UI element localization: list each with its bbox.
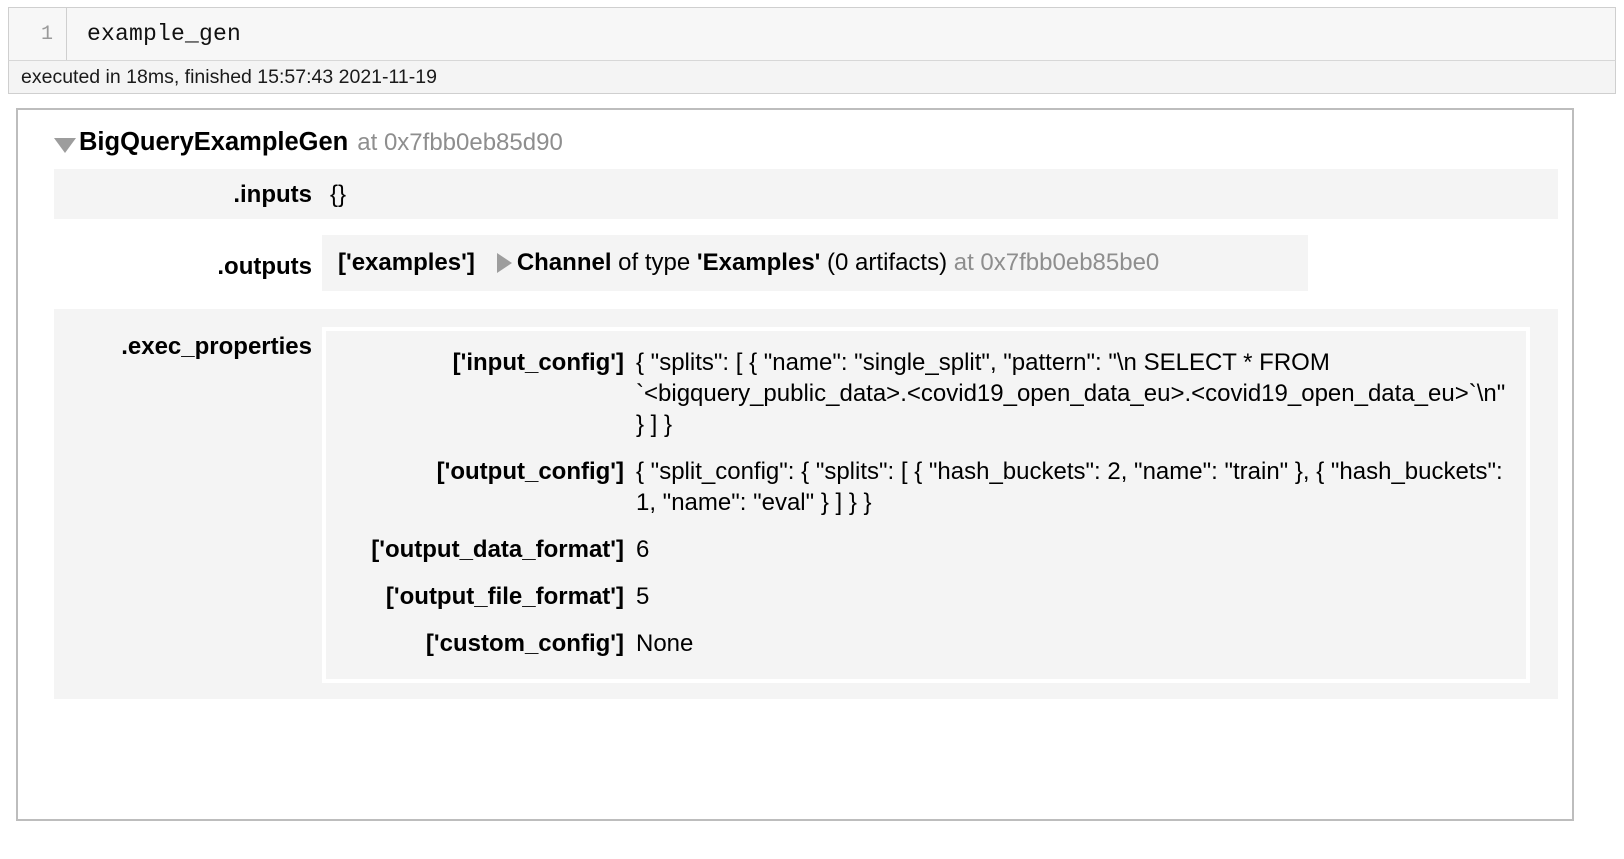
exec-property-key: ['output_config'] [436,458,624,485]
triangle-down-icon[interactable] [54,138,76,153]
inputs-label: .inputs [233,181,312,208]
channel-address: at 0x7fbb0eb85be0 [953,249,1160,276]
channel-word: Channel [516,249,612,276]
exec-property-key: ['input_config'] [452,349,624,376]
outputs-label: .outputs [217,253,312,280]
object-address: at 0x7fbb0eb85d90 [357,129,563,156]
triangle-right-icon[interactable] [496,253,512,273]
channel-type: 'Examples' [696,249,821,276]
cell-output-panel: BigQueryExampleGen at 0x7fbb0eb85d90 .in… [16,108,1574,821]
exec-property-key: ['custom_config'] [425,630,624,657]
outputs-channel-block: ['examples'] Channel of type 'Examples' … [322,235,1308,291]
exec-properties-box: ['input_config'] { "splits": [ { "name":… [322,327,1530,683]
outputs-row: .outputs ['examples'] Channel of type 'E… [54,235,1558,291]
object-name: BigQueryExampleGen [79,128,349,156]
exec-property-row: ['input_config'] { "splits": [ { "name":… [326,347,1526,440]
exec-property-value: { "split_config": { "splits": [ { "hash_… [636,458,1510,516]
exec-property-value: 5 [636,583,650,610]
inputs-value: {} [330,181,347,208]
exec-property-value: { "splits": [ { "name": "single_split", … [636,349,1512,438]
channel-of-type-word: of type [618,249,691,276]
notebook-input-cell[interactable]: 1 example_gen [8,7,1616,60]
exec-properties-row: .exec_properties ['input_config'] { "spl… [54,309,1558,699]
exec-property-key: ['output_file_format'] [385,583,624,610]
inputs-row: .inputs {} [54,169,1558,219]
channel-key: ['examples'] [338,249,475,276]
channel-artifact-count: (0 artifacts) [827,249,948,276]
exec-property-value: 6 [636,536,650,563]
exec-properties-label: .exec_properties [121,333,312,360]
cell-code-editor[interactable]: example_gen [87,21,242,47]
cell-execution-status: executed in 18ms, finished 15:57:43 2021… [8,60,1616,94]
exec-property-row: ['output_file_format'] 5 [326,581,1526,612]
exec-property-row: ['output_config'] { "split_config": { "s… [326,456,1526,518]
exec-property-key: ['output_data_format'] [371,536,624,563]
object-header[interactable]: BigQueryExampleGen at 0x7fbb0eb85d90 [32,124,1558,163]
exec-property-row: ['custom_config'] None [326,628,1526,659]
cell-line-number: 1 [9,8,67,60]
exec-property-row: ['output_data_format'] 6 [326,534,1526,565]
exec-property-value: None [636,630,694,657]
channel-line[interactable]: ['examples'] Channel of type 'Examples' … [338,249,1292,277]
